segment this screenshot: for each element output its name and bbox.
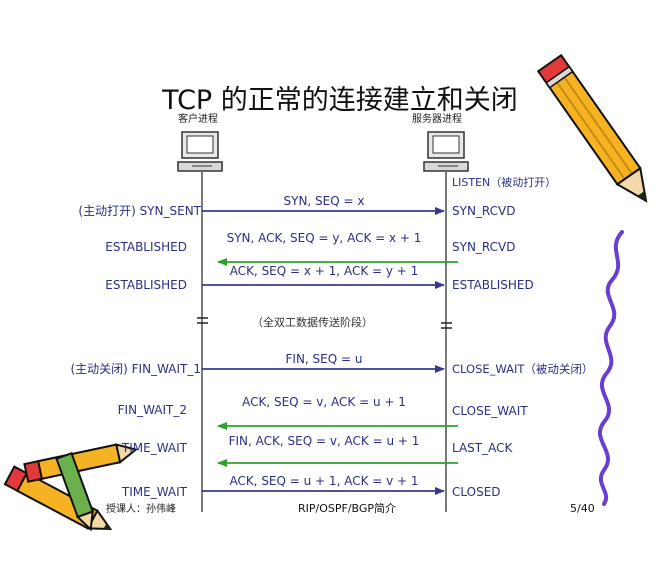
server-break-mark xyxy=(441,322,452,329)
message-label: FIN, ACK, SEQ = v, ACK = u + 1 xyxy=(228,434,420,448)
server-state-label: SYN_RCVD xyxy=(452,204,516,218)
client-break-mark xyxy=(197,317,208,324)
page-title: TCP 的正常的连接建立和关闭 xyxy=(162,85,518,116)
footer-page-number: 5/40 xyxy=(570,502,595,515)
server-computer-icon xyxy=(423,131,469,172)
footer-author: 授课人：孙伟峰 xyxy=(106,504,176,515)
client-state-label: ESTABLISHED xyxy=(105,278,187,292)
server-label: 服务器进程 xyxy=(412,114,462,125)
server-state-label: LAST_ACK xyxy=(452,441,513,455)
pencil-icon xyxy=(23,443,139,483)
pencil-icon xyxy=(55,451,95,532)
message-label: ACK, SEQ = x + 1, ACK = y + 1 xyxy=(229,264,419,278)
server-state-label: SYN_RCVD xyxy=(452,240,516,254)
client-state-label: TIME_WAIT xyxy=(121,485,187,499)
server-initial-state: LISTEN（被动打开） xyxy=(452,176,557,189)
client-state-label: FIN_WAIT_2 xyxy=(117,403,187,417)
client-label: 客户进程 xyxy=(178,114,218,125)
message-label: SYN, ACK, SEQ = y, ACK = x + 1 xyxy=(226,231,422,245)
footer-course: RIP/OSPF/BGP简介 xyxy=(298,502,397,515)
message-label: SYN, SEQ = x xyxy=(283,194,365,208)
client-state-label: ESTABLISHED xyxy=(105,240,187,254)
client-computer-icon xyxy=(177,131,223,172)
server-state-label: CLOSED xyxy=(452,485,501,499)
client-state-label: (主动关闭) FIN_WAIT_1 xyxy=(70,362,201,376)
client-state-label: (主动打开) SYN_SENT xyxy=(78,204,201,218)
message-label: ACK, SEQ = u + 1, ACK = v + 1 xyxy=(229,474,419,488)
message-label: ACK, SEQ = v, ACK = u + 1 xyxy=(242,395,406,409)
pencil-icon xyxy=(3,465,113,530)
data-phase-label: （全双工数据传送阶段） xyxy=(252,316,373,329)
message-label: FIN, SEQ = u xyxy=(285,352,363,366)
client-state-label: TIME_WAIT xyxy=(121,441,187,455)
pencil-icon xyxy=(536,53,648,203)
server-state-label: CLOSE_WAIT（被动关闭） xyxy=(452,362,594,376)
server-state-label: CLOSE_WAIT xyxy=(452,404,528,418)
squiggle-decoration xyxy=(597,230,624,506)
server-state-label: ESTABLISHED xyxy=(452,278,534,292)
